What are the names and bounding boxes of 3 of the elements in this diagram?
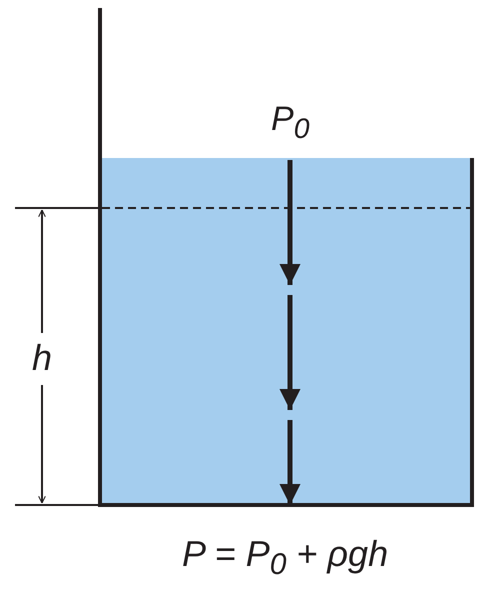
height-label: h xyxy=(32,340,52,376)
formula: P = P$_{0}$ + ρgh xyxy=(182,536,388,580)
pressure-label: P$_{0}$ xyxy=(271,102,310,143)
